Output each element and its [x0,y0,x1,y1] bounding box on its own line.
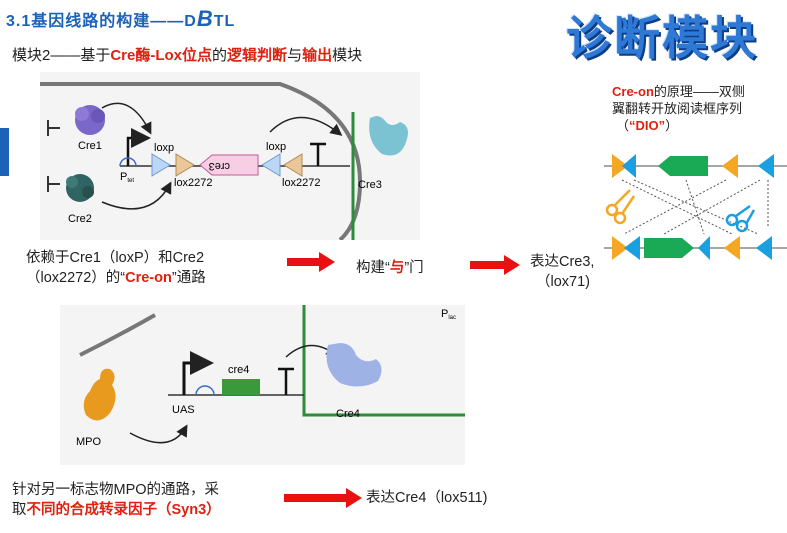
terminator-icon [310,142,326,166]
lox-orange-site [722,154,738,178]
module-subtitle: 模块2——基于Cre酶-Lox位点的逻辑判断与输出模块 [12,47,363,64]
cre1-label: Cre1 [78,140,102,152]
lox-blue-site [758,154,774,178]
cre4-gene [222,379,260,395]
cre3-label: Cre3 [358,179,382,191]
plac-label: P [441,308,448,320]
promoter-icon [182,351,214,395]
uas-label: UAS [172,404,195,416]
promoter-icon [126,128,151,166]
left-tab-marker [0,128,9,176]
scissors-orange-icon [605,189,636,225]
cre4-protein-icon [326,343,382,387]
cre2-label: Cre2 [68,213,92,225]
lox2272-left-label: lox2272 [174,177,213,189]
cre2-action-arrow [101,181,172,210]
lox-blue-site [698,236,710,260]
cre4-expression-text: 表达Cre4（lox511) [366,490,488,506]
mpo-pathway-description: 针对另一标志物MPO的通路，采 取不同的合成转录因子（Syn3） [12,482,221,518]
cre-on-description: 依赖于Cre1（loxP）和Cre2 （lox2272）的“Cre-on”通路 [26,250,206,286]
lox2272-site-left [175,153,195,177]
lox-blue-site [756,236,772,260]
cre4-label: Cre4 [336,408,360,420]
red-arrow-icon [284,488,362,508]
loxp-right-label: loxp [266,141,286,153]
cre4-gene-label: cre4 [228,364,249,376]
scissors-blue-icon [725,204,756,233]
orf-inverted [658,156,708,176]
lox2272-site-right [283,153,303,177]
green-boundary [302,305,465,417]
section-title: 3.1基因线路的构建——DBTL [6,6,236,31]
svg-text:Plac: Plac [441,308,456,321]
loxp-site-left [151,153,171,177]
red-arrow-icon [287,252,335,272]
svg-text:Ptet: Ptet [120,171,134,184]
dio-diagram [604,154,787,260]
terminator-icon [47,120,60,136]
mpo-protein-icon [83,368,116,421]
section-title-end: TL [213,13,236,30]
cre3-expression-arrow [269,116,343,136]
cell-membrane [79,313,156,357]
dio-principle-title: Cre-on的原理——双侧 翼翻转开放阅读框序列 （“DIO”） [612,84,745,133]
section-title-b: B [196,6,214,31]
mpo-action-arrow [129,424,188,444]
lox-blue-site [622,154,636,178]
mpo-label: MPO [76,436,102,448]
lox-orange-site [612,154,628,178]
cre3-expression-text: 表达Cre3, （lox71) [530,254,595,290]
cre1-action-arrow [101,102,152,135]
loxp-left-label: loxp [154,142,174,154]
terminator-icon [47,176,60,192]
promoter-label: P [120,171,127,183]
terminator-icon [278,367,294,395]
lox-orange-site [612,236,628,260]
and-gate-text: 构建“与”门 [356,260,424,276]
cre3-protein-icon [369,116,408,156]
loxp-site-right [261,153,281,177]
cre-on-circuit-diagram: Cre1 Cre2 loxp loxp lox2272 lox2272 cre3… [40,72,420,240]
orf-forward [644,238,694,258]
module-big-title: 诊断模块 [566,12,758,64]
lox-orange-site [724,236,740,260]
red-arrow-icon [470,255,520,275]
lox2272-right-label: lox2272 [282,177,321,189]
cre3-gene-inverted [199,154,259,176]
lox-blue-site [624,236,640,260]
cre3-gene-label: cre3 [209,160,230,172]
mpo-circuit-diagram: Plac cre4 UAS MPO Cre4 [60,305,465,465]
